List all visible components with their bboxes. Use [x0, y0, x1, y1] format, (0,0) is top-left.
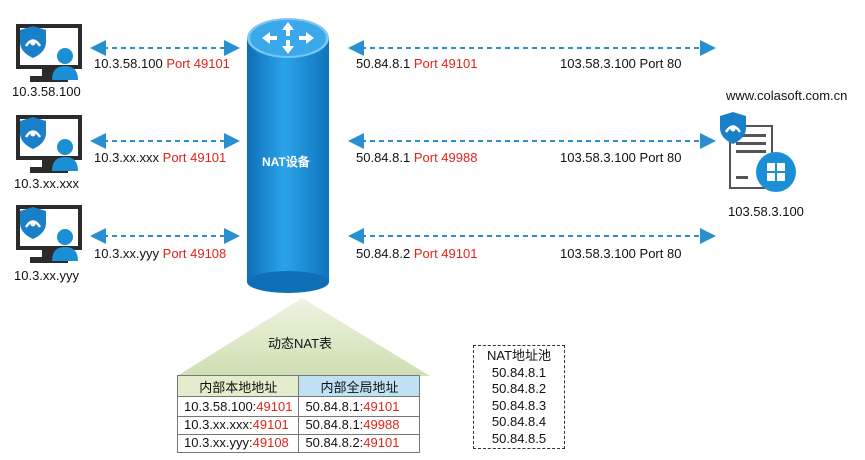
global-addr: 50.84.8.1: [305, 399, 364, 414]
local-port: 49101 [252, 417, 289, 432]
global-port: 49988 [363, 417, 400, 432]
host-3-ip: 10.3.xx.yyy [14, 268, 80, 283]
outside-port: Port 49101 [413, 246, 478, 261]
global-port: 49101 [363, 435, 400, 450]
outside-link-3-dest: 103.58.3.100 Port 80 [560, 246, 682, 261]
host-2-ip: 10.3.xx.xxx [14, 176, 80, 191]
outside-link-1-label: 50.84.8.1 Port 49101 [356, 56, 477, 72]
host-1-computer-icon [14, 22, 84, 84]
outside-port: Port 49988 [413, 150, 478, 165]
nat-table-title: 动态NAT表 [268, 336, 333, 351]
nat-address-pool: NAT地址池 50.84.8.1 50.84.8.2 50.84.8.3 50.… [473, 345, 565, 449]
nat-table-row: 10.3.58.100:49101 50.84.8.1:49101 [176, 396, 421, 417]
nat-table-cell-local: 10.3.58.100:49101 [176, 396, 300, 417]
outside-addr: 50.84.8.1 [356, 150, 411, 165]
outside-link-2-label: 50.84.8.1 Port 49988 [356, 150, 477, 166]
inside-addr: 10.3.xx.yyy [94, 246, 160, 261]
nat-device-label: NAT设备 [262, 155, 310, 169]
nat-table-cell-global: 50.84.8.2:49101 [298, 434, 421, 453]
local-addr: 10.3.xx.yyy: [184, 435, 253, 450]
outside-port: Port 49101 [413, 56, 478, 71]
nat-pool-address: 50.84.8.1 [491, 364, 547, 380]
inside-port: Port 49101 [162, 150, 227, 165]
global-addr: 50.84.8.1: [305, 417, 364, 432]
inside-addr: 10.3.xx.xxx [94, 150, 160, 165]
inside-link-3-label: 10.3.xx.yyy Port 49108 [94, 246, 226, 262]
nat-table-row: 10.3.xx.xxx:49101 50.84.8.1:49988 [176, 416, 421, 435]
web-server-icon [720, 112, 796, 192]
nat-device-cylinder-icon [247, 18, 329, 293]
local-port: 49108 [252, 435, 289, 450]
inside-addr: 10.3.58.100 [94, 56, 163, 71]
nat-pool-address: 50.84.8.2 [491, 381, 547, 396]
nat-pool-address: 50.84.8.3 [491, 397, 547, 413]
inside-port: Port 49101 [166, 56, 230, 71]
host-2-computer-icon [14, 113, 84, 175]
local-port: 49101 [256, 399, 293, 414]
inside-link-2-label: 10.3.xx.xxx Port 49101 [94, 150, 226, 166]
outside-addr: 50.84.8.1 [356, 56, 411, 71]
nat-table-funnel [177, 298, 430, 376]
nat-pool-address: 50.84.8.4 [491, 414, 547, 429]
inside-port: Port 49108 [162, 246, 227, 261]
outside-link-2-dest: 103.58.3.100 Port 80 [560, 150, 682, 165]
host-1-ip: 10.3.58.100 [12, 84, 81, 99]
nat-table-row: 10.3.xx.yyy:49108 50.84.8.2:49101 [176, 434, 421, 453]
local-addr: 10.3.xx.xxx: [184, 417, 253, 432]
inside-link-1-label: 10.3.58.100 Port 49101 [94, 56, 230, 72]
nat-table: 内部本地地址 内部全局地址 10.3.58.100:49101 50.84.8.… [176, 375, 421, 453]
local-addr: 10.3.58.100: [184, 399, 257, 414]
outside-link-3-label: 50.84.8.2 Port 49101 [356, 246, 477, 262]
nat-table-cell-local: 10.3.xx.yyy:49108 [176, 434, 300, 453]
nat-pool-address: 50.84.8.5 [491, 430, 547, 446]
global-addr: 50.84.8.2: [305, 435, 364, 450]
host-3-computer-icon [14, 203, 84, 265]
nat-table-cell-global: 50.84.8.1:49101 [298, 396, 421, 417]
global-port: 49101 [363, 399, 400, 414]
nat-table-cell-local: 10.3.xx.xxx:49101 [176, 416, 300, 435]
server-ip: 103.58.3.100 [728, 204, 804, 219]
nat-pool-title: NAT地址池 [486, 348, 552, 363]
nat-table-header-local: 内部本地地址 [176, 375, 300, 397]
server-domain: www.colasoft.com.cn [726, 88, 848, 103]
nat-table-cell-global: 50.84.8.1:49988 [298, 416, 421, 435]
nat-table-header-global: 内部全局地址 [298, 375, 421, 397]
outside-addr: 50.84.8.2 [356, 246, 411, 261]
outside-link-1-dest: 103.58.3.100 Port 80 [560, 56, 682, 71]
